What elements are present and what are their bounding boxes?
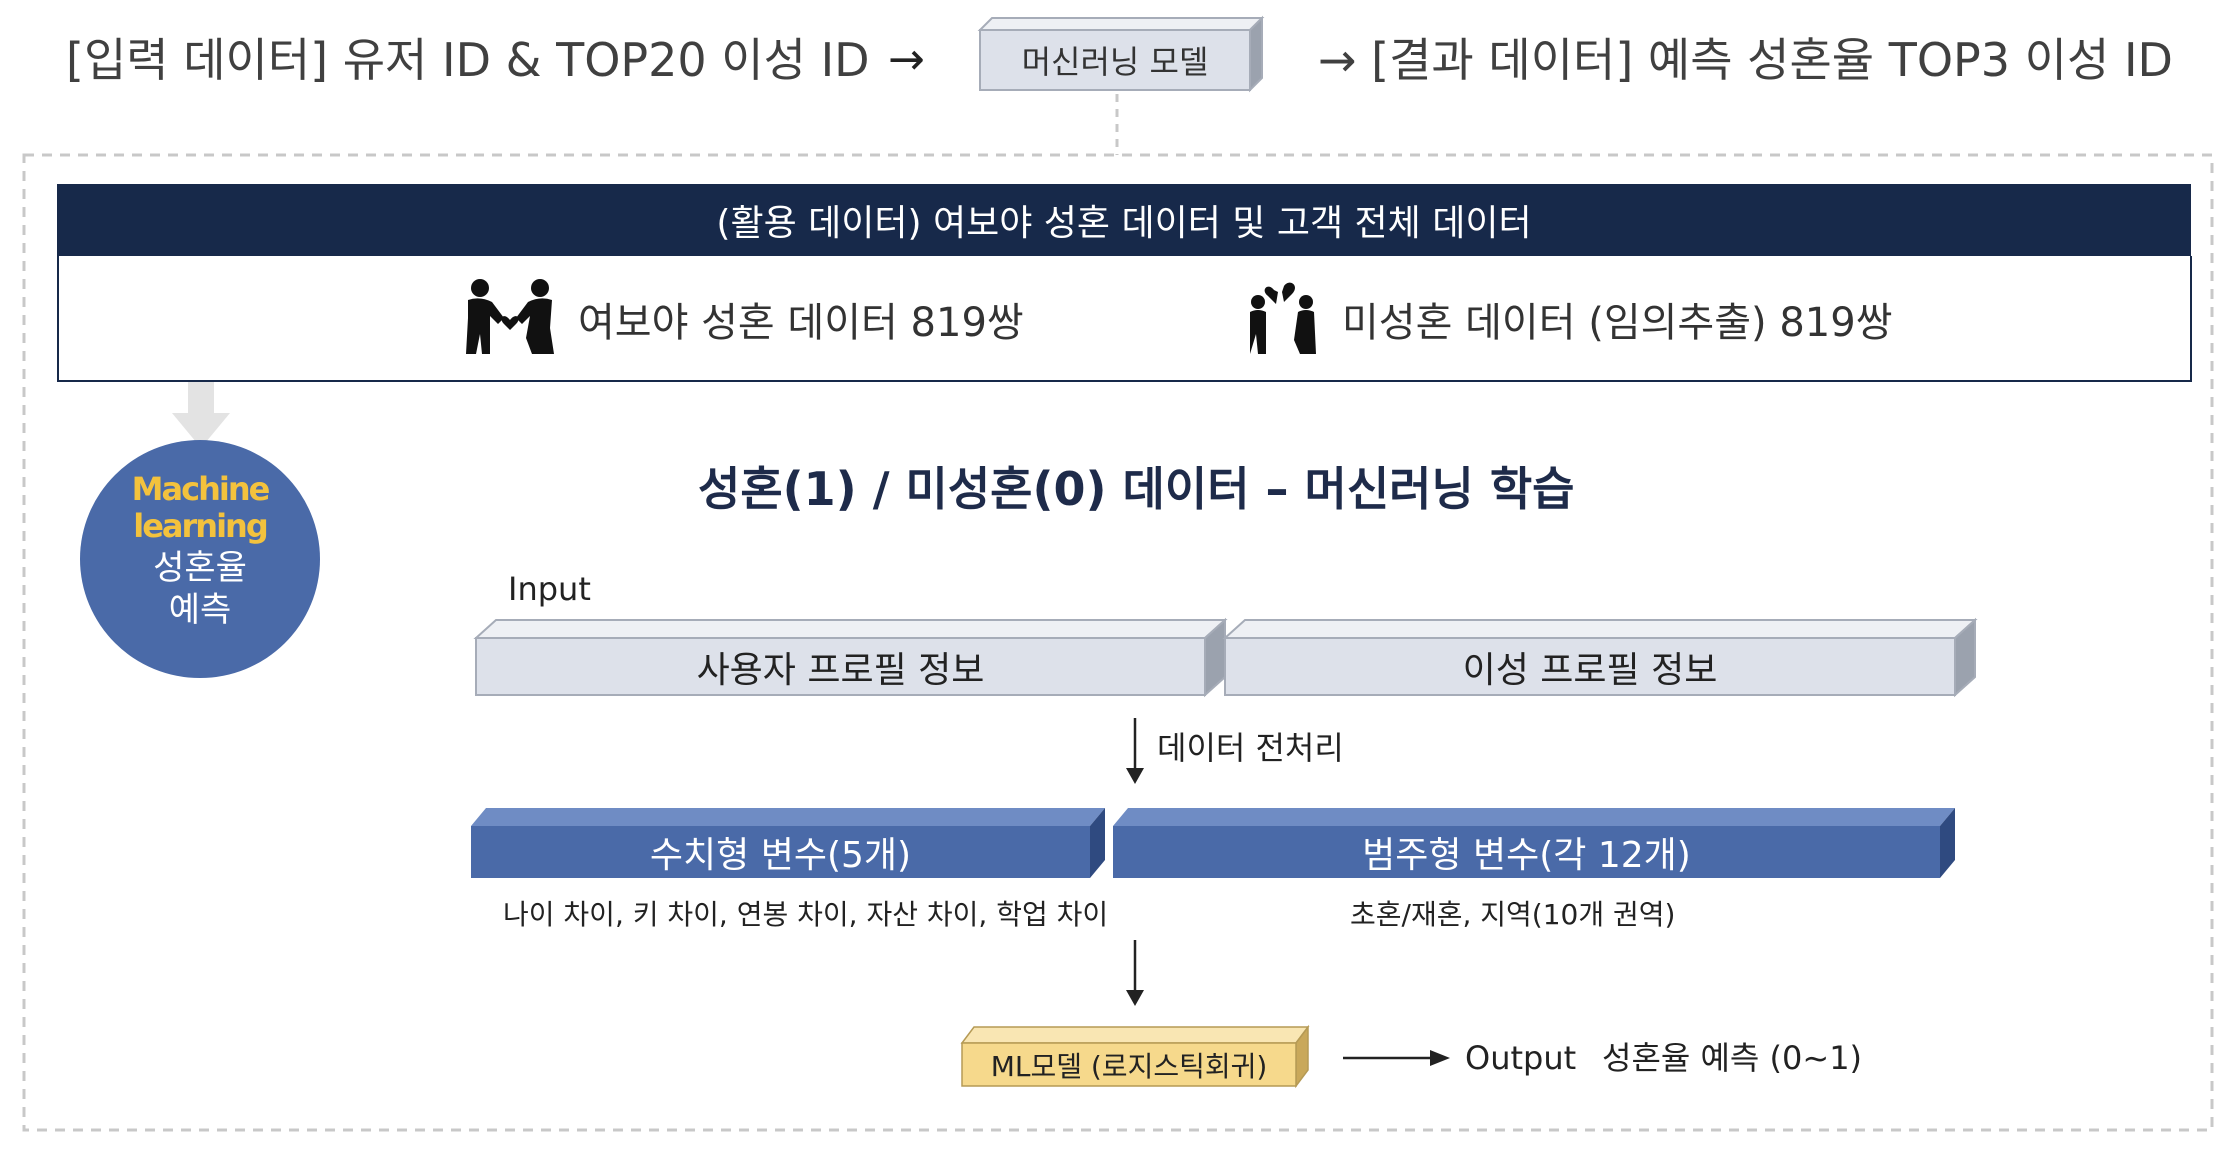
dashed-container [22, 153, 2214, 1132]
output-value: 성혼율 예측 (0~1) [1602, 1039, 1863, 1077]
input-data-label: [입력 데이터] 유저 ID & TOP20 이성 ID [66, 33, 870, 87]
model-box-shape [977, 15, 1265, 93]
data-panel [57, 256, 2192, 382]
categorical-vars-label: 범주형 변수(각 12개) [1362, 835, 1691, 876]
output-arrow-head [1430, 1050, 1450, 1066]
output-data-label: → [결과 데이터] 예측 성혼율 TOP3 이성 ID [1318, 33, 2173, 87]
numeric-box-shape [471, 808, 1105, 878]
categorical-box-shape [1113, 808, 1955, 878]
output-label: Output [1465, 1039, 1577, 1077]
right-arrow-icon: → [888, 34, 925, 85]
preprocess-label: 데이터 전처리 [1157, 729, 1344, 767]
input-label: Input [508, 570, 591, 608]
couple-heart-icon [460, 278, 560, 358]
numeric-vars-label: 수치형 변수(5개) [649, 835, 912, 876]
user-profile-label: 사용자 프로필 정보 [696, 649, 985, 691]
preprocess-arrow-head [1126, 768, 1144, 784]
ml-badge-line3: 성혼율 [153, 547, 247, 588]
data-banner: (활용 데이터) 여보야 성혼 데이터 및 고객 전체 데이터 [57, 184, 2191, 256]
ml-badge-line1: Machine [131, 470, 271, 508]
categorical-vars-detail: 초혼/재혼, 지역(10개 권역) [1350, 898, 1676, 931]
ml-prediction-badge: Machine learning 성혼율 예측 [80, 440, 320, 678]
ml-model-label: ML모델 (로지스틱회귀) [990, 1049, 1268, 1083]
ml-badge-line4: 예측 [168, 589, 232, 630]
partner-profile-box-shape [1222, 617, 1978, 698]
section-title: 성혼(1) / 미성혼(0) 데이터 – 머신러닝 학습 [698, 462, 1575, 516]
ml-badge-line2: learning [133, 507, 268, 546]
model-label: 머신러닝 모델 [1021, 43, 1209, 81]
dataset-unmarried-label: 미성혼 데이터 (임의추출) 819쌍 [1342, 300, 1893, 346]
numeric-vars-detail: 나이 차이, 키 차이, 연봉 차이, 자산 차이, 학업 차이 [503, 898, 1109, 931]
ml-model-box-shape [960, 1024, 1310, 1089]
user-profile-box-shape [473, 617, 1228, 698]
dataset-married-label: 여보야 성혼 데이터 819쌍 [578, 300, 1024, 346]
broken-heart-couple-icon [1244, 280, 1320, 358]
partner-profile-label: 이성 프로필 정보 [1462, 649, 1718, 691]
model-arrow-head [1126, 990, 1144, 1006]
